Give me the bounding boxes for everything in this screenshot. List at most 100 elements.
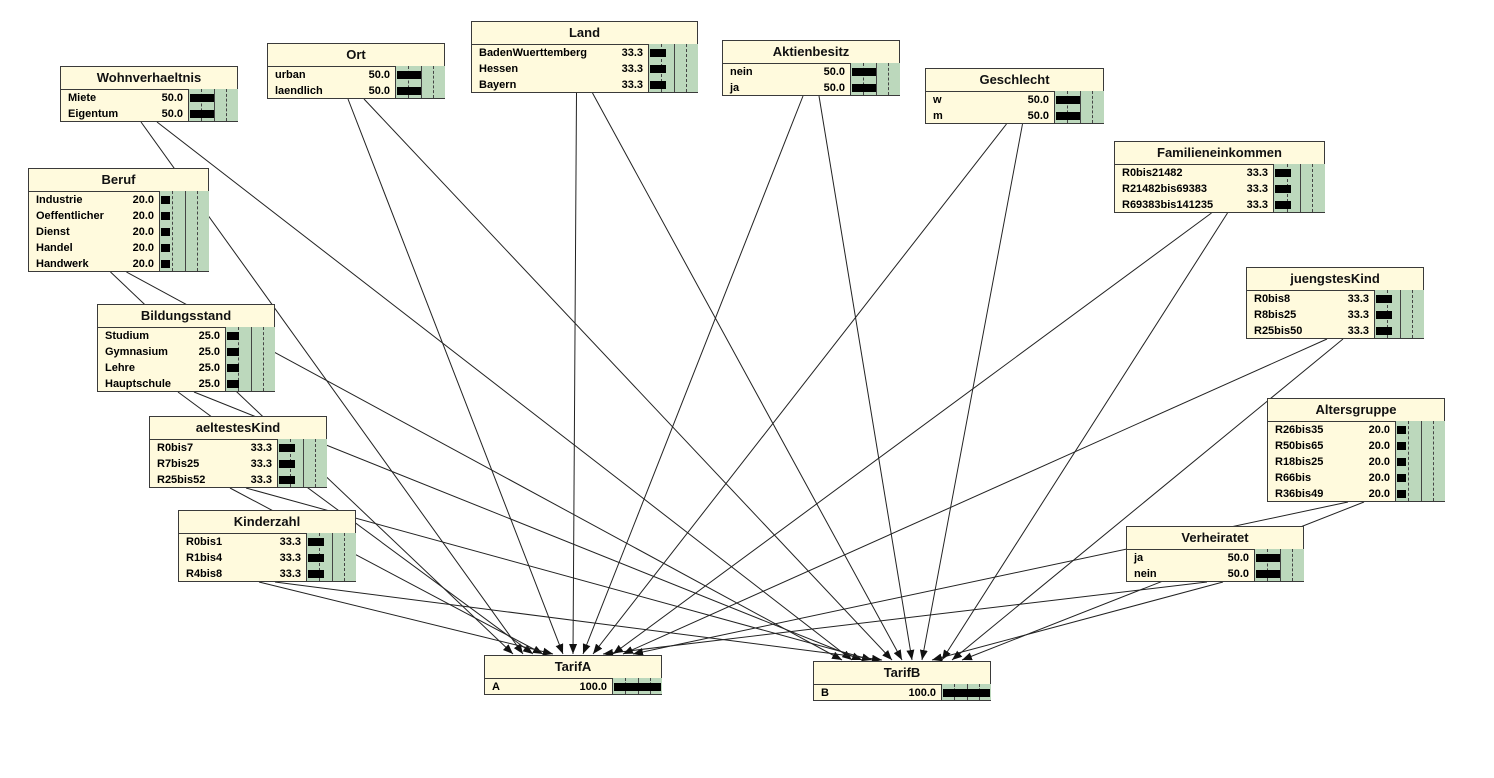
state-row[interactable]: R18bis25 20.0 xyxy=(1268,454,1444,470)
state-label: B xyxy=(821,687,829,699)
state-label: R50bis65 xyxy=(1275,440,1324,452)
state-probability: 33.3 xyxy=(1246,167,1268,179)
state-probability: 33.3 xyxy=(1347,309,1369,321)
state-probability: 20.0 xyxy=(132,242,154,254)
state-probability: 33.3 xyxy=(279,568,301,580)
state-label: ja xyxy=(1134,552,1144,564)
state-probability: 20.0 xyxy=(132,226,154,238)
state-label: R18bis25 xyxy=(1275,456,1324,468)
state-probability-bar xyxy=(308,554,324,562)
state-probability-bar xyxy=(161,212,170,220)
state-probability-bar xyxy=(1397,490,1406,498)
state-label: Hessen xyxy=(479,63,519,75)
state-label: R4bis8 xyxy=(186,568,223,580)
state-probability: 50.0 xyxy=(1227,552,1249,564)
edge-aktienbesitz-to-tarifb xyxy=(818,95,915,661)
node-title: juengstesKind xyxy=(1247,268,1423,291)
edge-juengsteskind-to-tarifa xyxy=(622,338,1328,655)
edge-verheiratet-to-tarifb xyxy=(931,581,1224,662)
node-title: Aktienbesitz xyxy=(723,41,899,64)
edge-geschlecht-to-tarifb xyxy=(919,123,1023,661)
state-probability: 20.0 xyxy=(1368,456,1390,468)
state-label: Handwerk xyxy=(36,258,89,270)
edge-juengsteskind-to-tarifb xyxy=(951,338,1344,661)
state-probability: 33.3 xyxy=(250,458,272,470)
state-probability-bar xyxy=(308,570,324,578)
state-row[interactable]: R4bis8 33.3 xyxy=(179,566,355,582)
state-row[interactable]: ja 50.0 xyxy=(1127,550,1303,566)
state-row[interactable]: nein 50.0 xyxy=(723,64,899,80)
state-probability-bar xyxy=(161,228,170,236)
state-label: R0bis1 xyxy=(186,536,223,548)
state-label: nein xyxy=(730,66,753,78)
state-row[interactable]: R0bis7 33.3 xyxy=(150,440,326,456)
state-probability: 50.0 xyxy=(823,66,845,78)
state-label: R0bis7 xyxy=(157,442,194,454)
state-probability-bar xyxy=(1056,96,1080,104)
state-probability: 33.3 xyxy=(250,442,272,454)
state-probability: 50.0 xyxy=(161,108,183,120)
state-label: Handel xyxy=(36,242,73,254)
state-row[interactable]: Handel 20.0 xyxy=(29,240,208,256)
state-probability-bar xyxy=(650,65,666,73)
state-probability: 33.3 xyxy=(621,63,643,75)
state-probability-bar xyxy=(1397,458,1406,466)
state-label: w xyxy=(933,94,942,106)
node-title: Familieneinkommen xyxy=(1115,142,1324,165)
state-probability-bar xyxy=(1256,554,1280,562)
state-probability: 33.3 xyxy=(1347,293,1369,305)
state-probability-bar xyxy=(1275,185,1291,193)
node-title: Geschlecht xyxy=(926,69,1103,92)
state-row[interactable]: Hessen 33.3 xyxy=(472,61,697,77)
